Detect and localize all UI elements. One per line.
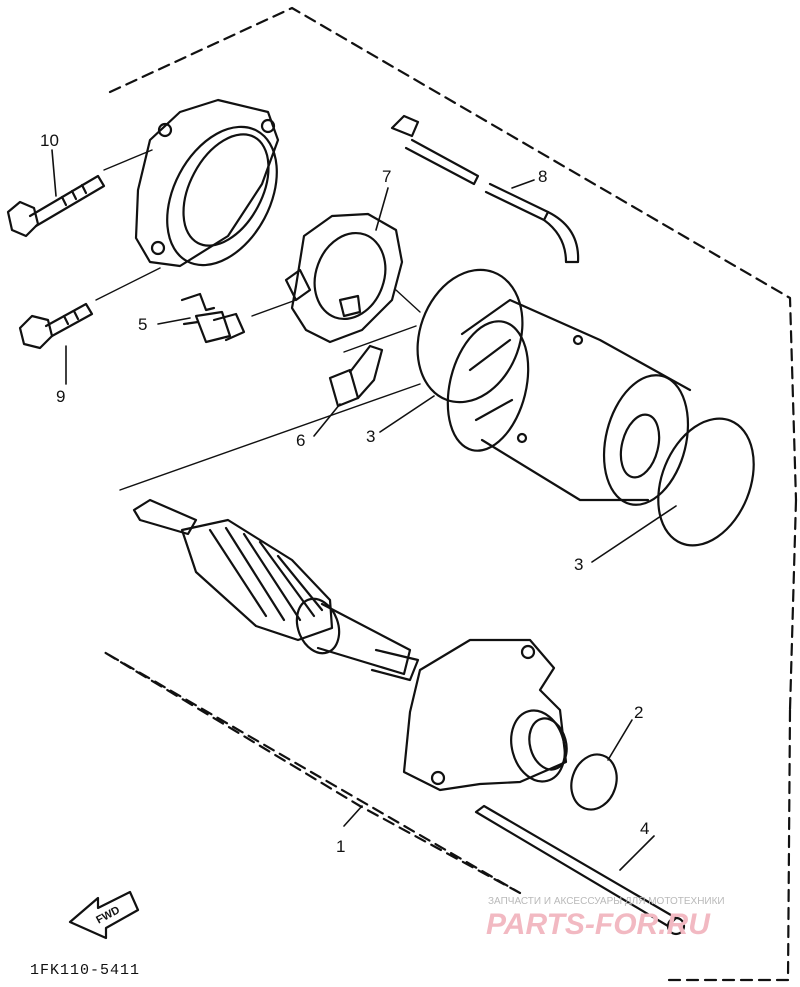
rear-cover	[134, 98, 280, 268]
assembly-lines	[95, 149, 421, 491]
o-ring-3-lower	[657, 417, 755, 547]
armature	[132, 498, 420, 682]
watermark: ЗАПЧАСТИ И АКСЕССУАРЫ ДЛЯ МОТОТЕХНИКИ PA…	[486, 896, 725, 941]
watermark-tagline: ЗАПЧАСТИ И АКСЕССУАРЫ ДЛЯ МОТОТЕХНИКИ	[488, 896, 725, 907]
callout-8: 8	[538, 167, 547, 186]
callout-1: 1	[336, 837, 345, 856]
watermark-brand: PARTS-FOR.RU	[486, 908, 711, 941]
front-cover	[402, 638, 568, 792]
callout-3-lower: 3	[574, 555, 583, 574]
callout-10: 10	[40, 131, 59, 150]
callout-6: 6	[296, 431, 305, 450]
lead-wire-8	[390, 114, 580, 264]
assembly-boundary-right	[788, 498, 798, 712]
callout-2: 2	[634, 703, 643, 722]
callout-4: 4	[640, 819, 649, 838]
callout-labels: 10 9 5 7 8 6 3 3 2 4 1	[40, 131, 649, 856]
brush-6	[328, 344, 384, 408]
callout-3-upper: 3	[366, 427, 375, 446]
reference-code: 1FK110-5411	[30, 962, 140, 979]
leader-lines	[51, 149, 677, 871]
o-ring-3-upper	[416, 268, 524, 404]
assembly-boundary	[102, 6, 798, 982]
fwd-arrow-icon	[68, 890, 140, 940]
o-ring-2	[570, 753, 618, 811]
callout-9: 9	[56, 387, 65, 406]
callout-7: 7	[382, 167, 391, 186]
callout-5: 5	[138, 315, 147, 334]
yoke-housing	[446, 298, 692, 506]
bolt-10	[6, 174, 106, 238]
brush-holder-5	[180, 292, 246, 344]
brush-plate-7	[284, 212, 404, 344]
through-bolt-4	[474, 804, 686, 936]
bolt-9	[18, 302, 94, 350]
